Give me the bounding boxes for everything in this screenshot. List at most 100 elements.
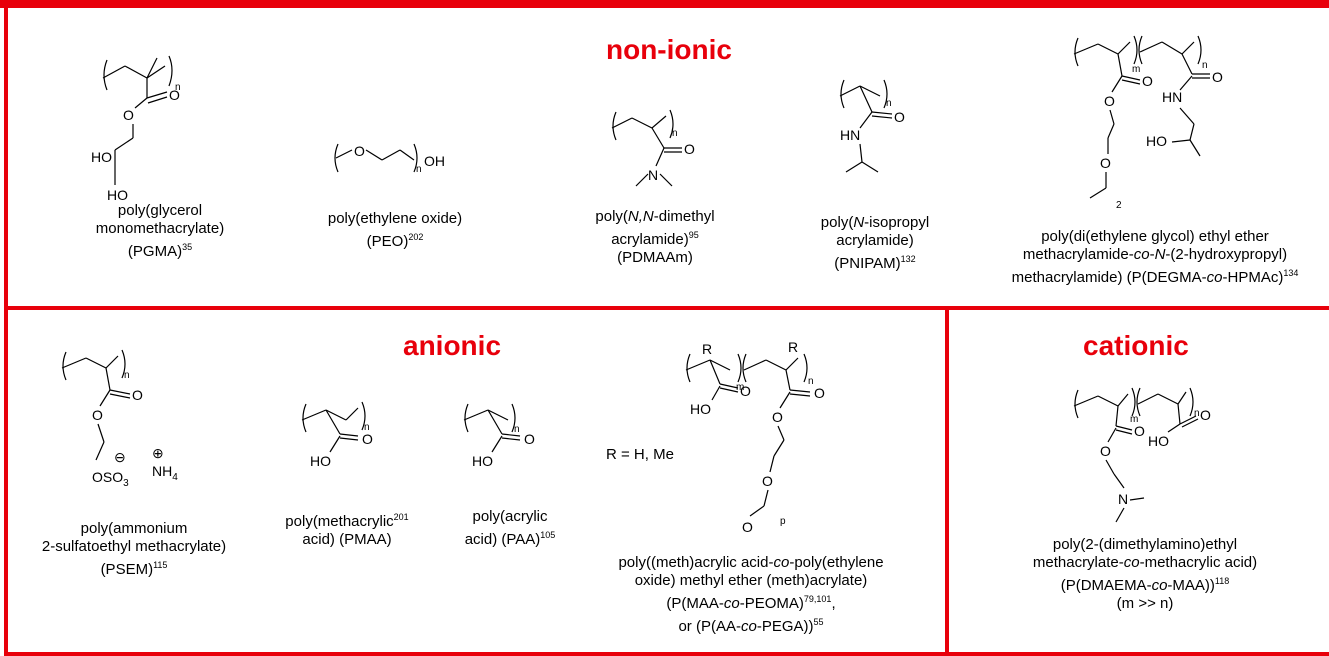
- pmaa-name-1: poly(methacrylic201: [285, 512, 409, 530]
- pmaa-peoma-o4: O: [762, 473, 773, 489]
- pgma-name-2: monomethacrylate): [95, 220, 225, 237]
- pdmaam-name-2: acrylamide)95: [611, 230, 699, 248]
- pmaa-peoma-o1: O: [740, 383, 751, 399]
- pdegma-name-1: poly(di(ethylene glycol) ethyl ether: [1041, 228, 1269, 245]
- pnipam-name-1: poly(N-isopropyl: [820, 214, 930, 231]
- pnipam-hn: HN: [840, 127, 860, 143]
- pmaa-peoma-label: poly((meth)acrylic acid-co-poly(ethylene…: [586, 554, 916, 636]
- pdmaema-name-2: methacrylate-co-methacrylic acid): [1032, 554, 1258, 571]
- pmaa-peoma-ref2: 55: [813, 617, 824, 627]
- pnipam-o: O: [894, 109, 905, 125]
- pdmaam-structure: n O N: [611, 109, 695, 187]
- pgma-ho1: HO: [91, 149, 112, 165]
- psem-minus: ⊖: [114, 449, 126, 465]
- pnipam-structure: n O HN: [839, 79, 905, 173]
- paa-name-1: poly(acrylic: [472, 508, 548, 525]
- peo-name-2: (PEO)202: [366, 232, 424, 250]
- pdmaema-name-3: (P(DMAEMA-co-MAA))118: [1060, 576, 1230, 594]
- pgma-o1: O: [169, 87, 180, 103]
- nonionic-title: non-ionic: [606, 34, 732, 65]
- pmaa-peoma-structure: R m R n O HO O O O O p: [685, 339, 825, 535]
- psem-name-1: poly(ammonium: [80, 520, 188, 537]
- pnipam-n: n: [886, 98, 892, 109]
- paa-structure: n O HO: [463, 403, 535, 469]
- pdmaema-maa-structure: m n O O N O HO: [1073, 387, 1211, 523]
- peo-o: O: [354, 143, 365, 159]
- pgma-name-3: (PGMA)35: [127, 242, 193, 260]
- peo-structure: O n OH: [334, 143, 445, 175]
- peo-name-1: poly(ethylene oxide): [327, 210, 463, 227]
- psem-ref: 115: [153, 560, 168, 570]
- pmaa-peoma-o3: O: [772, 409, 783, 425]
- pgma-ref: 35: [182, 242, 193, 252]
- psem-o1: O: [132, 387, 143, 403]
- pdegma-name-3: methacrylamide) (P(DEGMA-co-HPMAc)134: [1011, 268, 1299, 286]
- pdmaema-o1: O: [1134, 423, 1145, 439]
- pmaa-peoma-name-1: poly((meth)acrylic acid-co-poly(ethylene: [618, 554, 884, 571]
- pmaa-ref: 201: [393, 512, 409, 522]
- pdmaam-ref: 95: [688, 230, 699, 240]
- pmaa-name-2: acid) (PMAA): [302, 531, 392, 548]
- pmaa-peoma-m: m: [736, 382, 744, 393]
- pdegma-o2: O: [1104, 93, 1115, 109]
- psem-name-2: 2-sulfatoethyl methacrylate): [41, 538, 227, 555]
- pdmaema-o3: O: [1200, 407, 1211, 423]
- pmaa-o: O: [362, 431, 373, 447]
- pmaa-peoma-r2: R: [788, 339, 798, 355]
- pmaa-peoma-n: n: [808, 376, 814, 387]
- psem-name-3: (PSEM)115: [100, 560, 168, 578]
- psem-plus: ⊕: [152, 445, 164, 461]
- pdegma-hn: HN: [1162, 89, 1182, 105]
- pgma-structure: n O O HO HO: [91, 55, 181, 203]
- pnipam-name-3: (PNIPAM)132: [834, 254, 916, 272]
- paa-label: poly(acrylic acid) (PAA)105: [440, 508, 580, 549]
- cationic-title: cationic: [1083, 330, 1189, 361]
- pdmaema-m: m: [1130, 414, 1138, 425]
- pmaa-peoma-name-3: (P(MAA-co-PEOMA)79,101,: [666, 594, 836, 612]
- pdmaema-name-1: poly(2-(dimethylamino)ethyl: [1052, 536, 1238, 553]
- peo-n: n: [416, 164, 422, 175]
- pmaa-peoma-o2: O: [814, 385, 825, 401]
- pdegma-o1: O: [1142, 73, 1153, 89]
- pgma-label: poly(glycerol monomethacrylate) (PGMA)35: [60, 202, 260, 261]
- pdmaema-o2: O: [1100, 443, 1111, 459]
- pmaa-structure: n O HO: [301, 401, 373, 469]
- pgma-n: n: [175, 82, 181, 93]
- pgma-name-1: poly(glycerol: [117, 202, 203, 219]
- pdmaema-n: n: [1194, 408, 1200, 419]
- pdegma-ref: 134: [1283, 268, 1299, 278]
- psem-o2: O: [92, 407, 103, 423]
- paa-name-2: acid) (PAA)105: [464, 530, 556, 548]
- psem-oso3: OSO3: [92, 469, 129, 489]
- pdmaema-n-atom: N: [1118, 491, 1128, 507]
- pdmaema-ref: 118: [1214, 576, 1230, 586]
- pmaa-ho: HO: [310, 453, 331, 469]
- pdegma-m: m: [1132, 64, 1140, 75]
- pdegma-label: poly(di(ethylene glycol) ethyl ether met…: [980, 228, 1329, 287]
- pnipam-label: poly(N-isopropyl acrylamide) (PNIPAM)132: [800, 214, 950, 273]
- pmaa-peoma-o5: O: [742, 519, 753, 535]
- pdegma-name-2: methacrylamide-co-N-(2-hydroxypropyl): [1022, 246, 1288, 263]
- psem-structure: n O O OSO3 ⊖ NH4 ⊕: [61, 349, 178, 489]
- pdegma-o4: O: [1212, 69, 1223, 85]
- pmaa-peoma-name-4: or (P(AA-co-PEGA))55: [678, 617, 824, 635]
- peo-label: poly(ethylene oxide) (PEO)202: [305, 210, 485, 251]
- pmaa-peoma-r1: R: [702, 341, 712, 357]
- pdegma-2: 2: [1116, 200, 1122, 211]
- psem-label: poly(ammonium 2-sulfatoethyl methacrylat…: [14, 520, 254, 579]
- paa-ho: HO: [472, 453, 493, 469]
- pnipam-name-2: acrylamide): [836, 232, 914, 249]
- pmaa-peoma-rgroup: R = H, Me: [606, 446, 674, 463]
- pdegma-structure: m n O O O 2 O HN HO: [1073, 35, 1223, 211]
- peo-ref: 202: [408, 232, 424, 242]
- pdegma-n: n: [1202, 60, 1208, 71]
- pgma-ho2: HO: [107, 187, 128, 203]
- paa-n: n: [514, 424, 520, 435]
- pdegma-ho: HO: [1146, 133, 1167, 149]
- psem-nh4: NH4: [152, 463, 178, 483]
- anionic-title: anionic: [403, 330, 502, 361]
- pdmaam-n-atom: N: [648, 167, 658, 183]
- pgma-o2: O: [123, 107, 134, 123]
- pdmaam-label: poly(N,N-dimethyl acrylamide)95 (PDMAAm): [570, 208, 740, 267]
- psem-n: n: [124, 370, 130, 381]
